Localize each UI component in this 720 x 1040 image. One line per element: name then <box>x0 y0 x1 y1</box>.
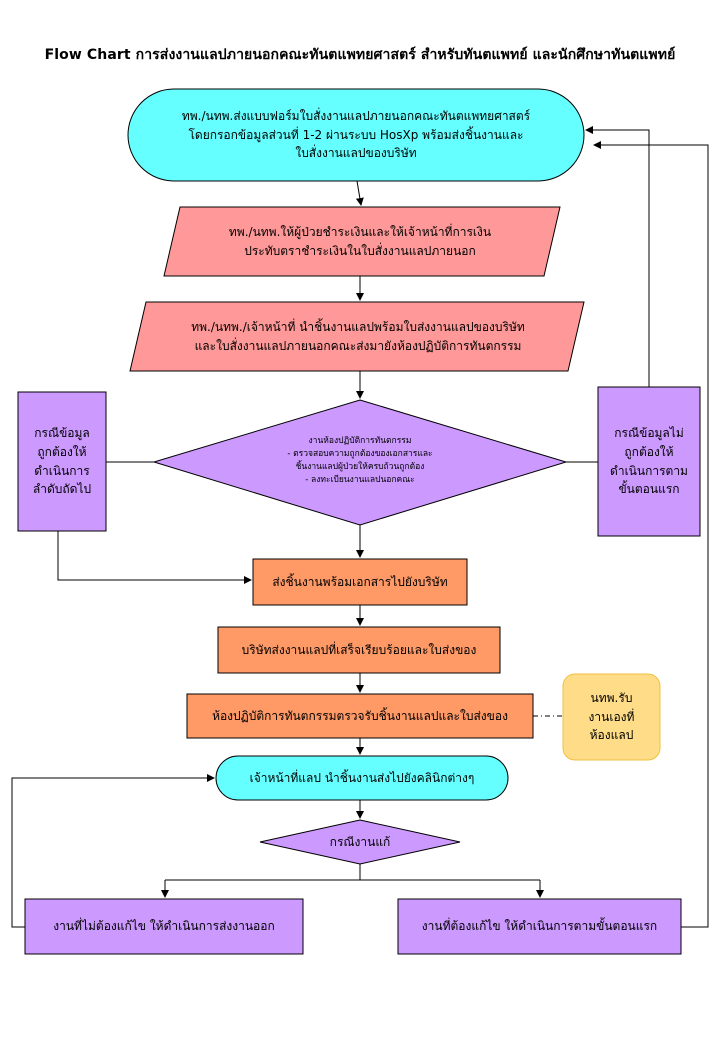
incorrect-case-text: กรณีข้อมูลไม่ ถูกต้องให้ ดำเนินการตาม ขั… <box>610 426 688 497</box>
fix-decision: กรณีงานแก้ <box>280 826 440 858</box>
company-return-box: บริษัทส่งงานแลปที่เสร็จเรียบร้อยและใบส่ง… <box>218 627 500 673</box>
correct-case-box: กรณีข้อมูล ถูกต้องให้ ดำเนินการ ลำดับถัด… <box>18 392 106 531</box>
send-company-text: ส่งชิ้นงานพร้อมเอกสารไปยังบริษัท <box>272 574 448 589</box>
deliver-step-text: ทพ./นทพ./เจ้าหน้าที่ นำชิ้นงานแลปพร้อมใบ… <box>191 320 525 353</box>
student-note-text: นทพ.รับ งานเองที่ ห้องแลป <box>588 691 635 743</box>
no-fix-box: งานที่ไม่ต้องแก้ไข ให้ดำเนินการส่งงานออก <box>25 899 303 954</box>
no-fix-box-shape <box>24 898 304 955</box>
staff-deliver-terminal: เจ้าหน้าที่แลป นำชิ้นงานส่งไปยังคลินิกต่… <box>216 756 508 800</box>
deliver-parallelogram-shape <box>129 301 585 372</box>
fix-decision-text: กรณีงานแก้ <box>329 834 391 849</box>
arrow-incorrect-to-start <box>585 126 650 387</box>
send-company-box-shape <box>252 558 468 606</box>
student-note-box: นทพ.รับ งานเองที่ ห้องแลป <box>563 674 660 760</box>
lab-receive-text: ห้องปฏิบัติการทันตกรรมตรวจรับชิ้นงานแลปแ… <box>212 708 508 723</box>
payment-step-text: ทพ./นทพ.ให้ผู้ป่วยชำระเงินและให้เจ้าหน้า… <box>228 225 492 258</box>
need-fix-box-shape <box>397 898 682 955</box>
arrow-correct-to-send <box>57 531 252 584</box>
company-return-box-shape <box>217 626 501 674</box>
line-decision-branch <box>165 864 540 881</box>
check-decision: งานห้องปฏิบัติการทันตกรรม - ตรวจสอบความถ… <box>230 416 490 506</box>
start-terminal-text: ทพ./นทพ.ส่งแบบฟอร์มใบสั่งงานแลปภายนอกคณะ… <box>181 109 531 161</box>
payment-parallelogram-shape <box>163 206 561 277</box>
connectors <box>11 126 709 928</box>
arrow-start-to-payment <box>355 180 364 206</box>
company-return-text: บริษัทส่งงานแลปที่เสร็จเรียบร้อยและใบส่ง… <box>241 642 477 657</box>
check-decision-items: - ตรวจสอบความถูกต้องของเอกสารและ ชิ้นงาน… <box>287 448 433 486</box>
payment-step: ทพ./นทพ.ให้ผู้ป่วยชำระเงินและให้เจ้าหน้า… <box>178 209 542 275</box>
no-fix-text: งานที่ไม่ต้องแก้ไข ให้ดำเนินการส่งงานออก <box>53 919 275 934</box>
need-fix-box: งานที่ต้องแก้ไข ให้ดำเนินการตามขั้นตอนแร… <box>398 899 681 954</box>
need-fix-text: งานที่ต้องแก้ไข ให้ดำเนินการตามขั้นตอนแร… <box>421 919 658 934</box>
page-title: Flow Chart การส่งงานแลปภายนอกคณะทันตแพทย… <box>44 47 676 63</box>
staff-deliver-text: เจ้าหน้าที่แลป นำชิ้นงานส่งไปยังคลินิกต่… <box>249 770 475 785</box>
arrow-nofix-to-staff <box>11 774 215 928</box>
lab-receive-box: ห้องปฏิบัติการทันตกรรมตรวจรับชิ้นงานแลปแ… <box>187 694 533 738</box>
arrow-needfix-to-start <box>593 141 709 928</box>
student-note-box-shape <box>562 673 661 761</box>
incorrect-case-box: กรณีข้อมูลไม่ ถูกต้องให้ ดำเนินการตาม ขั… <box>598 387 700 536</box>
staff-deliver-terminal-shape <box>215 755 509 801</box>
send-company-box: ส่งชิ้นงานพร้อมเอกสารไปยังบริษัท <box>253 559 467 605</box>
correct-case-text: กรณีข้อมูล ถูกต้องให้ ดำเนินการ ลำดับถัด… <box>32 426 92 497</box>
deliver-step: ทพ./นทพ./เจ้าหน้าที่ นำชิ้นงานแลปพร้อมใบ… <box>140 304 576 370</box>
incorrect-case-box-shape <box>597 386 701 537</box>
check-decision-title: งานห้องปฏิบัติการทันตกรรม <box>308 435 412 446</box>
start-terminal: ทพ./นทพ.ส่งแบบฟอร์มใบสั่งงานแลปภายนอกคณะ… <box>140 92 572 178</box>
start-terminal-shape <box>127 88 585 182</box>
